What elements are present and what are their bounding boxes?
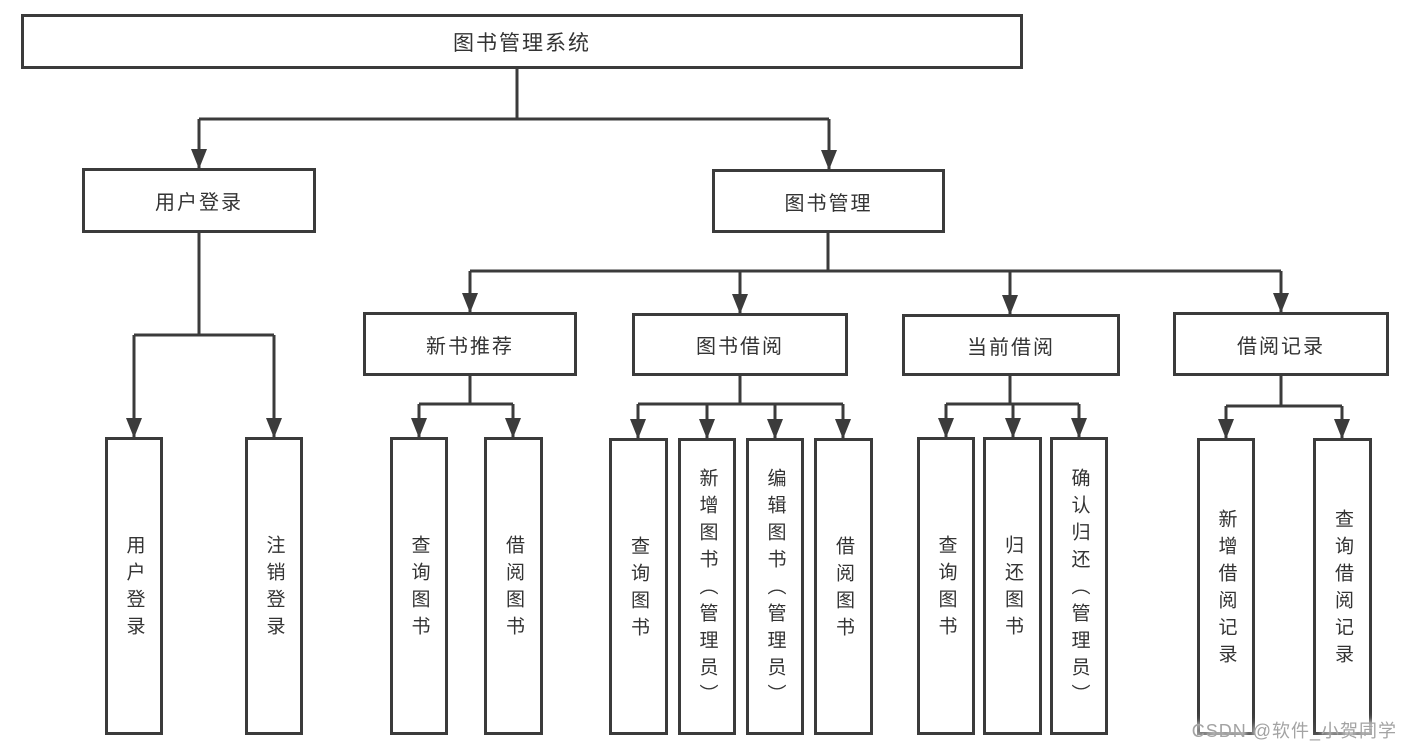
leaf-borrow-books-recommend: 借阅图书: [484, 437, 543, 735]
node-current-borrow: 当前借阅: [902, 314, 1120, 376]
leaf-query-books-current: 查询图书: [917, 437, 975, 735]
node-borrow-records: 借阅记录: [1173, 312, 1389, 376]
leaf-query-books-borrow: 查询图书: [609, 438, 668, 735]
leaf-add-borrow-record: 新增借阅记录: [1197, 438, 1255, 735]
node-book-management: 图书管理: [712, 169, 945, 233]
leaf-query-books-recommend: 查询图书: [390, 437, 448, 735]
leaf-query-borrow-record: 查询借阅记录: [1313, 438, 1372, 735]
watermark: CSDN @软件_小贺同学: [1191, 721, 1397, 741]
node-new-book-recommend: 新书推荐: [363, 312, 577, 376]
leaf-logout: 注销登录: [245, 437, 303, 735]
leaf-borrow-books: 借阅图书: [814, 438, 873, 735]
leaf-edit-books-admin: 编辑图书（管理员）: [746, 438, 804, 735]
leaf-confirm-return-admin: 确认归还（管理员）: [1050, 437, 1108, 735]
node-book-borrow: 图书借阅: [632, 313, 848, 376]
node-user-login: 用户登录: [82, 168, 316, 233]
leaf-add-books-admin: 新增图书（管理员）: [678, 438, 736, 735]
leaf-return-books: 归还图书: [983, 437, 1042, 735]
leaf-user-login: 用户登录: [105, 437, 163, 735]
node-library-system: 图书管理系统: [21, 14, 1023, 69]
